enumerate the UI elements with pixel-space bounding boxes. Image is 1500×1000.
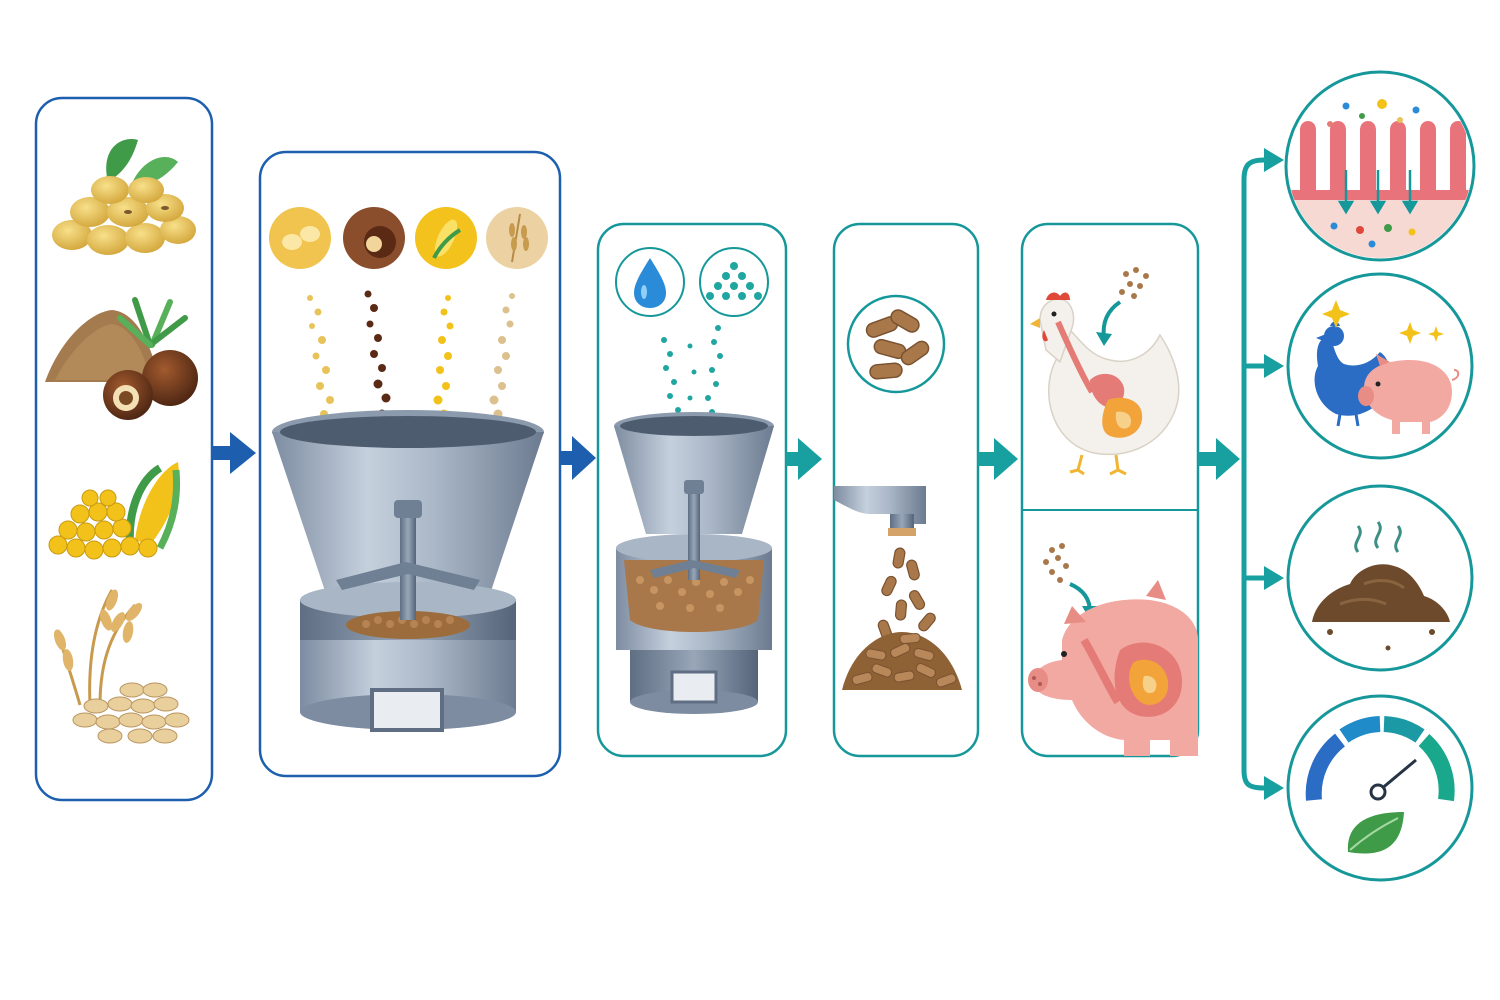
mixer-icon bbox=[272, 410, 544, 732]
mixer-icon bbox=[614, 412, 774, 714]
manure-icon bbox=[1286, 484, 1474, 672]
arrow-mixer-to-additives bbox=[560, 436, 596, 480]
outcome-branch-connector bbox=[1241, 157, 1268, 791]
palm-kernel-icon bbox=[45, 297, 198, 420]
pellets-icon bbox=[846, 294, 946, 394]
wheat-icon bbox=[53, 589, 190, 744]
raw-ingredients-panel bbox=[34, 96, 214, 802]
chicken-digestive-icon bbox=[1030, 267, 1180, 476]
wheat-icon bbox=[486, 207, 548, 269]
efficiency-gauge-icon bbox=[1286, 694, 1474, 882]
pig-digestive-icon bbox=[1028, 543, 1198, 756]
branch-arrowheads bbox=[1264, 148, 1284, 800]
ingredient-mixer-panel bbox=[258, 150, 562, 778]
palm-fruit-icon bbox=[343, 207, 405, 269]
animal-digestion-panel bbox=[1020, 222, 1200, 758]
corn-icon bbox=[48, 462, 181, 560]
arrow-pellets-to-animals bbox=[978, 438, 1018, 480]
gut-absorption-icon bbox=[1284, 70, 1476, 262]
pellet-pile bbox=[842, 632, 962, 690]
animal-health-icon bbox=[1286, 272, 1474, 460]
enzyme-granules-icon bbox=[699, 247, 769, 317]
additive-mixer-panel bbox=[596, 222, 788, 758]
pellet-nozzle-icon bbox=[834, 486, 926, 536]
soybean-icon bbox=[52, 139, 196, 255]
pelleting-panel bbox=[832, 222, 980, 758]
water-drop-icon bbox=[615, 247, 685, 317]
corn-icon bbox=[415, 207, 477, 269]
arrow-additives-to-pellets bbox=[786, 438, 822, 480]
arrow-animals-to-outcomes bbox=[1198, 438, 1240, 480]
soybean-icon bbox=[269, 207, 331, 269]
arrow-raw-to-mixer bbox=[212, 432, 256, 474]
